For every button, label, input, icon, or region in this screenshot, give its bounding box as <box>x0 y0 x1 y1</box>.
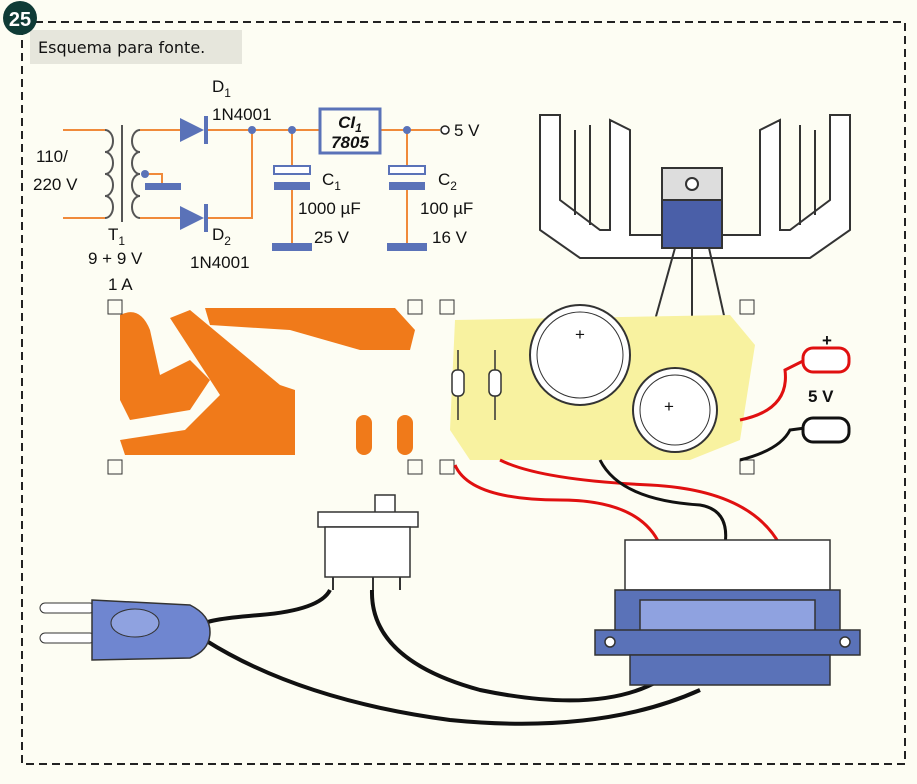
input-voltage-2: 220 V <box>33 175 78 194</box>
c2-label: C2 <box>438 170 457 193</box>
transformer-t1 <box>104 125 141 222</box>
d1-label: D1 <box>212 77 231 100</box>
c1-capacitance: 1000 µF <box>298 199 361 218</box>
negative-output-clip <box>801 416 851 444</box>
regulator-ci1 <box>318 107 382 155</box>
caption-box <box>30 30 242 64</box>
capacitor-c2 <box>387 165 427 251</box>
capacitor-c1-component <box>529 304 631 406</box>
d2-label: D2 <box>212 225 231 248</box>
capacitor-c1 <box>272 165 312 251</box>
figure-number: 25 <box>9 9 31 31</box>
schematic: CI1 7805 110/ 220 V T1 9 + 9 V 1 A D1 1N… <box>33 77 480 294</box>
d2-part: 1N4001 <box>190 253 250 272</box>
power-switch <box>317 494 419 590</box>
d1-part: 1N4001 <box>212 105 272 124</box>
c2-voltage: 16 V <box>432 228 468 247</box>
figure-badge: 25 <box>3 1 37 35</box>
t1-label: T1 <box>108 225 125 248</box>
terminal-plus: + <box>822 331 832 350</box>
capacitor-c2-component <box>632 367 718 453</box>
transformer-illustration <box>594 539 861 686</box>
regulator-part: 7805 <box>331 133 369 152</box>
power-plug <box>39 599 211 661</box>
c1-label: C1 <box>322 170 341 193</box>
diode-component <box>451 350 502 420</box>
pcb-component-side: + + <box>439 299 755 475</box>
diode-d1 <box>180 118 204 142</box>
svg-text:CI1: CI1 <box>338 113 362 135</box>
c2-capacitance: 100 µF <box>420 199 473 218</box>
pcb-copper-side <box>107 299 423 475</box>
t1-rating: 9 + 9 V <box>88 249 143 268</box>
input-voltage: 110/ <box>36 147 68 166</box>
figure-caption: Esquema para fonte. <box>38 38 205 57</box>
output-voltage: 5 V <box>454 121 480 140</box>
positive-output-clip <box>801 346 851 374</box>
heatsink <box>539 114 851 321</box>
t1-current: 1 A <box>108 275 133 294</box>
regulator-package <box>661 199 723 249</box>
c1-voltage: 25 V <box>314 228 350 247</box>
c1-plus: + <box>575 325 585 344</box>
c2-plus: + <box>664 397 674 416</box>
diode-d2 <box>180 206 204 230</box>
ground-symbol <box>145 183 181 190</box>
dashed-frame <box>21 21 906 765</box>
output-terminal <box>440 125 450 135</box>
output-label: 5 V <box>808 387 834 406</box>
